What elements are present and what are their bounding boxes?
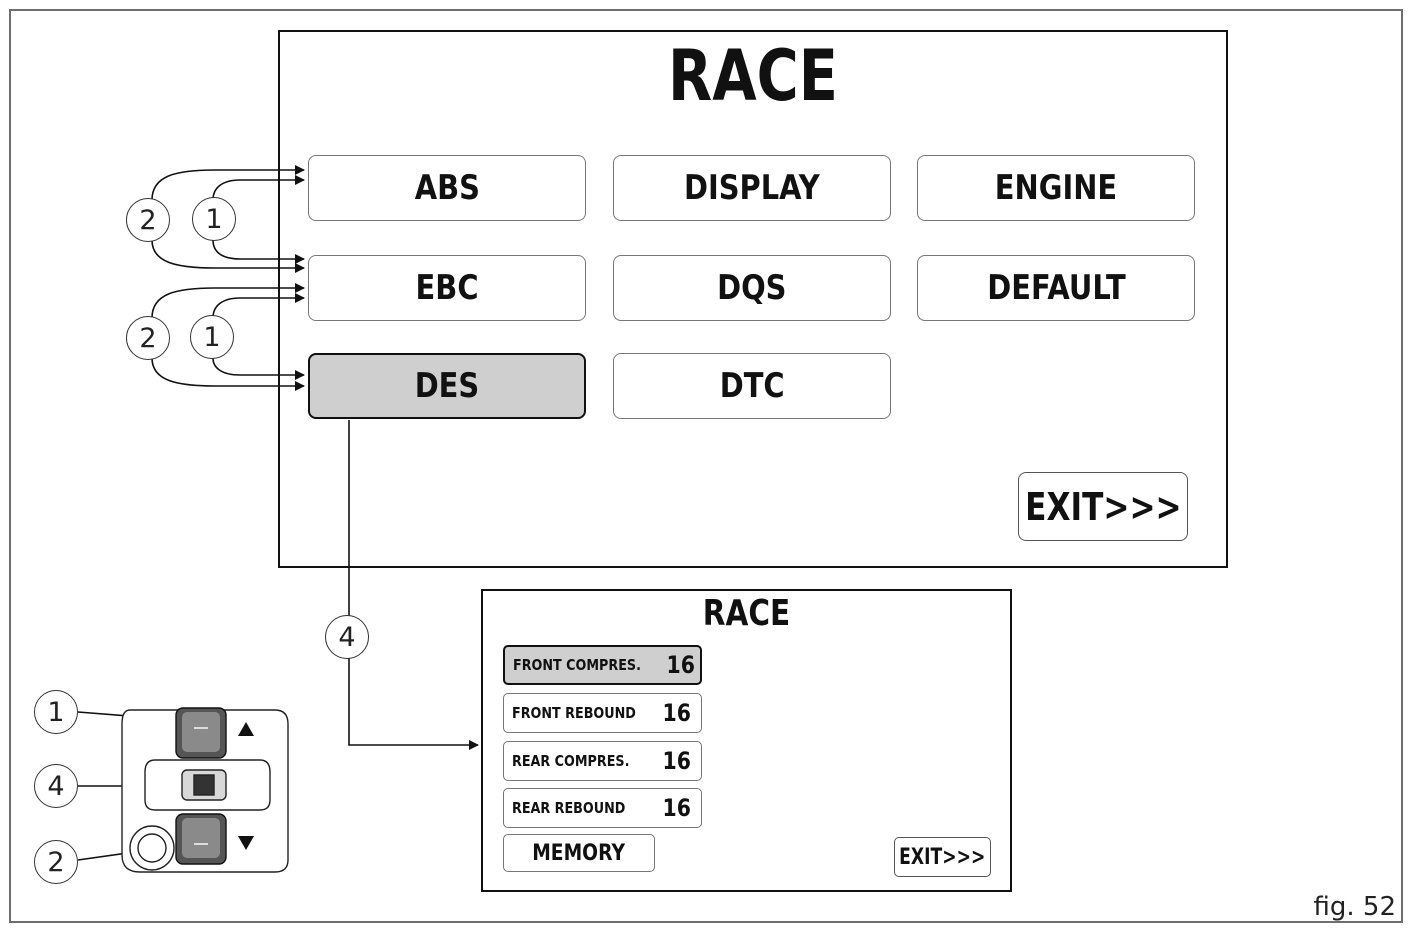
race-menu-exit-button[interactable]: EXIT>>> — [1018, 472, 1188, 541]
callout-row2-inner: 1 — [190, 315, 234, 359]
setting-value: 16 — [662, 794, 691, 822]
des-settings-title: RACE — [702, 593, 791, 634]
memory-button[interactable]: MEMORY — [503, 834, 655, 872]
dqs-button[interactable]: DQS — [613, 255, 891, 321]
race-menu-screen: RACE ABS DISPLAY ENGINE EBC DQS DEFAULT … — [278, 30, 1228, 568]
default-button[interactable]: DEFAULT — [917, 255, 1195, 321]
handlebar-switch-illustration — [121, 707, 289, 873]
down-arrow-icon — [238, 836, 254, 850]
setting-label: FRONT COMPRES. — [513, 656, 641, 674]
setting-value: 16 — [666, 651, 695, 679]
rear-rebound-setting[interactable]: REAR REBOUND 16 — [503, 788, 702, 828]
setting-label: REAR COMPRES. — [512, 752, 630, 770]
setting-value: 16 — [662, 699, 691, 727]
callout-row1-outer: 2 — [126, 198, 170, 242]
display-button[interactable]: DISPLAY — [613, 155, 891, 221]
dtc-button[interactable]: DTC — [613, 353, 891, 419]
arrow-inner-abs — [212, 175, 305, 201]
abs-button[interactable]: ABS — [308, 155, 586, 221]
figure-frame — [9, 9, 1403, 923]
arrow-outer-ebc-2 — [151, 283, 305, 319]
arrow-inner-ebc — [212, 239, 305, 264]
arrow-inner-ebc-2 — [212, 293, 305, 319]
callout-row2-outer: 2 — [126, 316, 170, 360]
setting-label: REAR REBOUND — [512, 799, 626, 817]
rear-compression-setting[interactable]: REAR COMPRES. 16 — [503, 741, 702, 781]
front-compression-setting[interactable]: FRONT COMPRES. 16 — [503, 645, 702, 685]
engine-button[interactable]: ENGINE — [917, 155, 1195, 221]
callout-confirm: 4 — [325, 615, 369, 659]
arrow-outer-abs — [151, 165, 305, 201]
callout-row1-inner: 1 — [192, 197, 236, 241]
callout-switch-down: 2 — [34, 840, 78, 884]
callout-switch-up: 1 — [34, 690, 78, 734]
up-arrow-icon — [238, 722, 254, 736]
arrow-des-to-settings — [348, 420, 479, 750]
des-settings-screen: RACE FRONT COMPRES. 16 FRONT REBOUND 16 … — [481, 589, 1012, 892]
arrow-outer-ebc — [151, 239, 305, 273]
callout-switch-center: 4 — [34, 764, 78, 808]
setting-value: 16 — [662, 747, 691, 775]
ebc-button[interactable]: EBC — [308, 255, 586, 321]
front-rebound-setting[interactable]: FRONT REBOUND 16 — [503, 693, 702, 733]
race-menu-title: RACE — [668, 35, 838, 117]
setting-label: FRONT REBOUND — [512, 704, 636, 722]
des-button[interactable]: DES — [308, 353, 586, 419]
arrow-outer-des — [151, 357, 305, 391]
arrow-inner-des — [212, 357, 305, 380]
des-settings-exit-button[interactable]: EXIT>>> — [894, 837, 991, 877]
figure-label: fig. 52 — [1313, 892, 1397, 922]
